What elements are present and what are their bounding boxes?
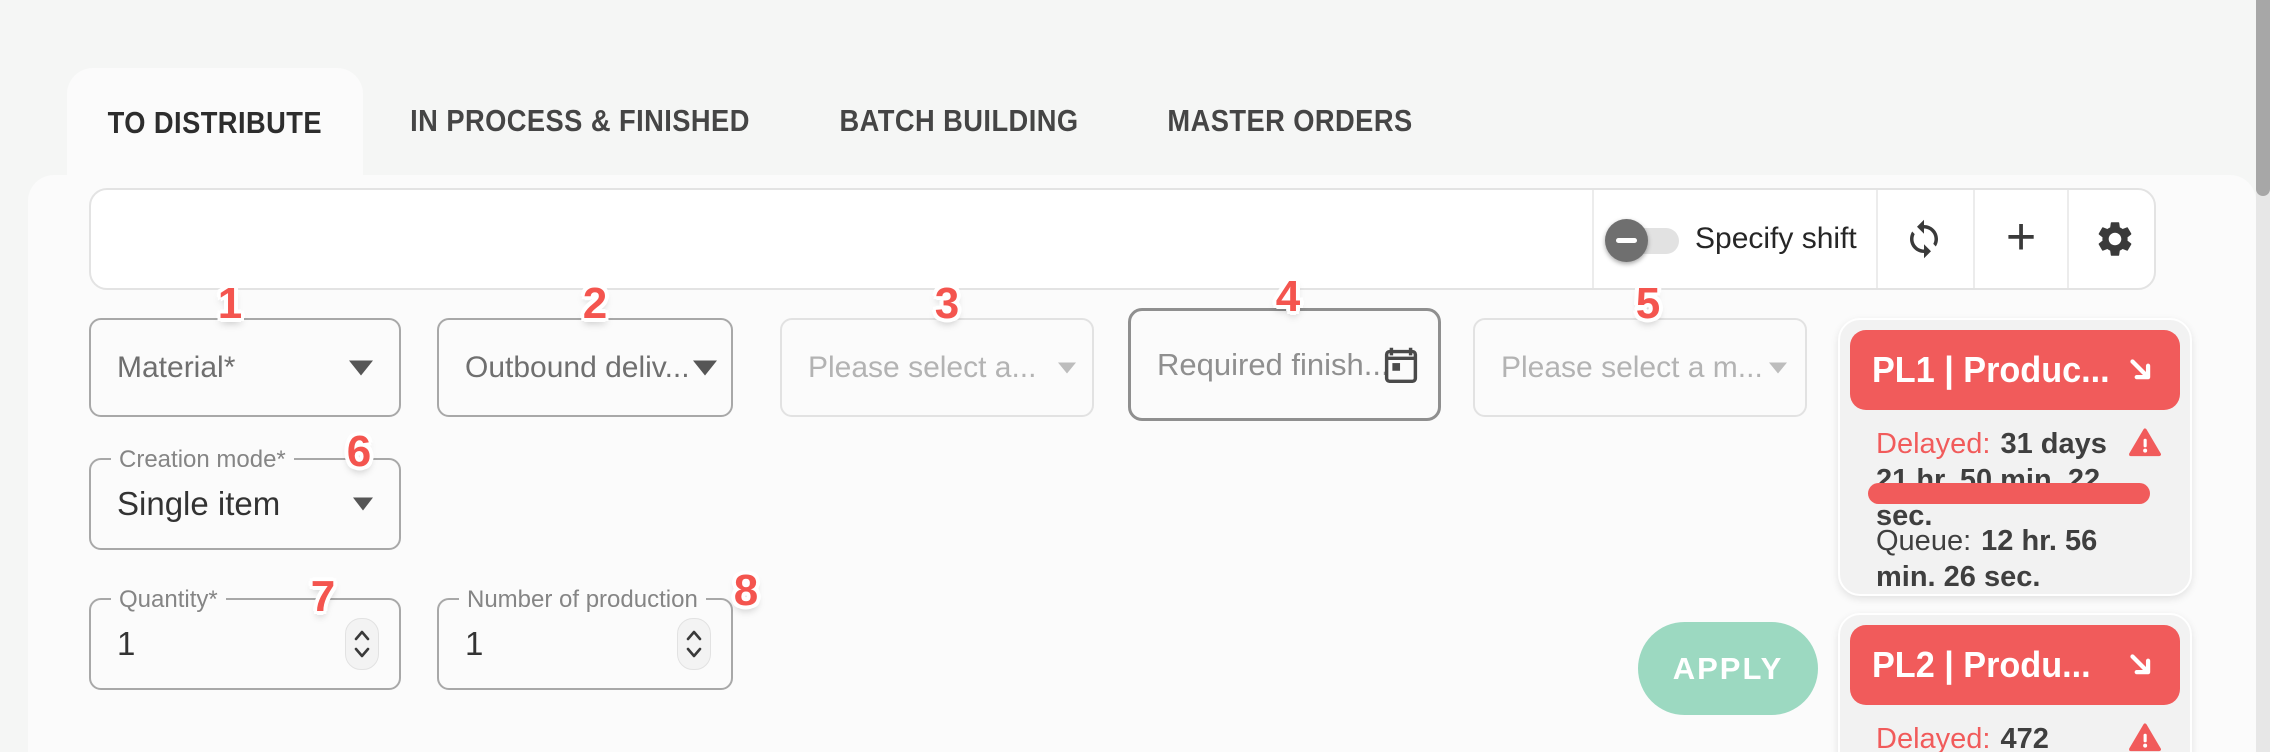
select-3[interactable]: Please select a... [780,318,1094,417]
toolbar-divider [1592,190,1594,288]
step-badge-7: 7 [310,572,336,621]
number-of-production-label: Number of production [459,586,706,614]
chevron-down-icon [693,360,717,375]
arrow-down-right-icon [2130,359,2151,380]
toolbar-divider [2067,190,2069,288]
select-5[interactable]: Please select a m... [1473,318,1807,417]
quantity-value: 1 [117,625,136,662]
material-select-label: Material* [117,350,236,384]
pl1-header-button[interactable]: PL1 | Produc... [1850,330,2180,410]
scrollbar-track[interactable] [2256,0,2270,752]
step-badge-8: 8 [733,566,759,615]
pl2-delayed-value: 472 days 12 hr. 23 min. 47 sec. [2000,723,2049,752]
pl1-queue-line: Queue:12 hr. 56 min. 26 sec. [1876,523,2164,595]
production-line-card-pl2: PL2 | Produ... Delayed: 472 days 12 hr. 2… [1838,613,2192,752]
up-down-chevrons-icon [686,630,702,658]
number-of-production-stepper[interactable] [677,618,711,670]
step-badge-4: 4 [1275,272,1301,321]
quantity-stepper[interactable] [345,618,379,670]
tab-label: TO DISTRIBUTE [107,105,323,140]
arrow-down-right-icon [2130,654,2151,675]
quantity-label: Quantity* [111,586,226,614]
filter-bar[interactable] [91,190,1592,288]
pl2-title: PL2 | Produ... [1872,644,2091,685]
pl1-delayed-line: Delayed:31 days 21 hr. 50 min. 22 sec. [1876,426,2164,534]
pl2-delayed-label: Delayed: [1876,723,1991,752]
pl1-title: PL1 | Produc... [1872,349,2110,390]
chevron-down-icon [1769,362,1787,373]
select-5-placeholder: Please select a m... [1501,350,1763,384]
pl2-header-button[interactable]: PL2 | Produ... [1850,625,2180,705]
calendar-icon [1384,347,1418,383]
step-badge-1: 1 [217,279,243,328]
chevron-down-icon [349,360,373,375]
warning-icon [2129,428,2161,457]
step-badge-2: 2 [582,279,608,328]
required-finish-date-field[interactable]: Required finish... [1128,308,1441,421]
chevron-down-icon [1058,362,1076,373]
select-3-placeholder: Please select a... [808,350,1037,384]
required-finish-label: Required finish... [1157,346,1390,382]
refresh-button[interactable] [1878,190,1970,288]
toolbar-divider [1876,190,1878,288]
creation-mode-select[interactable]: Creation mode* Single item [89,446,401,550]
pl1-progress-bar [1868,483,2150,504]
scrollbar-thumb[interactable] [2256,0,2270,196]
toggle-thumb-minus-icon[interactable] [1605,219,1648,262]
chevron-down-icon [353,497,373,511]
toolbar-divider [1973,190,1975,288]
tab-label: BATCH BUILDING [839,103,1079,138]
gear-icon [2098,222,2132,256]
outbound-delivery-select[interactable]: Outbound deliv... [437,318,733,417]
step-badge-6: 6 [346,427,372,476]
quantity-field[interactable]: Quantity* 1 [89,586,401,690]
tab-label: MASTER ORDERS [1167,103,1413,138]
number-of-production-value: 1 [465,625,484,662]
pl2-delayed-line: Delayed: 472 days 12 hr. 23 min. 47 sec. [1876,721,2164,752]
pl1-delayed-label: Delayed: [1876,428,1991,460]
up-down-chevrons-icon [354,630,370,658]
creation-mode-value: Single item [117,485,281,522]
specify-shift-label: Specify shift [1695,222,1857,255]
tab-master-orders[interactable]: MASTER ORDERS [1151,96,1430,146]
refresh-icon [1910,219,1938,259]
apply-button[interactable]: APPLY [1638,622,1818,715]
step-badge-3: 3 [934,279,960,328]
add-button[interactable]: + [1975,190,2067,288]
toolbar: Specify shift + [89,188,2156,290]
tab-batch-building[interactable]: BATCH BUILDING [823,96,1095,146]
creation-mode-label: Creation mode* [111,446,294,474]
material-select[interactable]: Material* [89,318,401,417]
production-line-card-pl1: PL1 | Produc... Delayed:31 days 21 hr. 5… [1838,318,2192,596]
warning-icon [2129,723,2161,752]
pl1-queue-value: 12 hr. 56 min. 26 sec. [1876,525,2098,593]
plus-icon: + [2005,208,2037,266]
tab-in-process-finished[interactable]: IN PROCESS & FINISHED [387,96,773,146]
settings-button[interactable] [2069,190,2161,288]
tab-label: IN PROCESS & FINISHED [410,103,750,138]
tab-to-distribute[interactable]: TO DISTRIBUTE [67,68,363,178]
pl1-queue-label: Queue: [1876,525,1972,557]
step-badge-5: 5 [1635,279,1661,328]
outbound-delivery-label: Outbound deliv... [465,350,690,384]
number-of-production-field[interactable]: Number of production 1 [437,586,733,690]
